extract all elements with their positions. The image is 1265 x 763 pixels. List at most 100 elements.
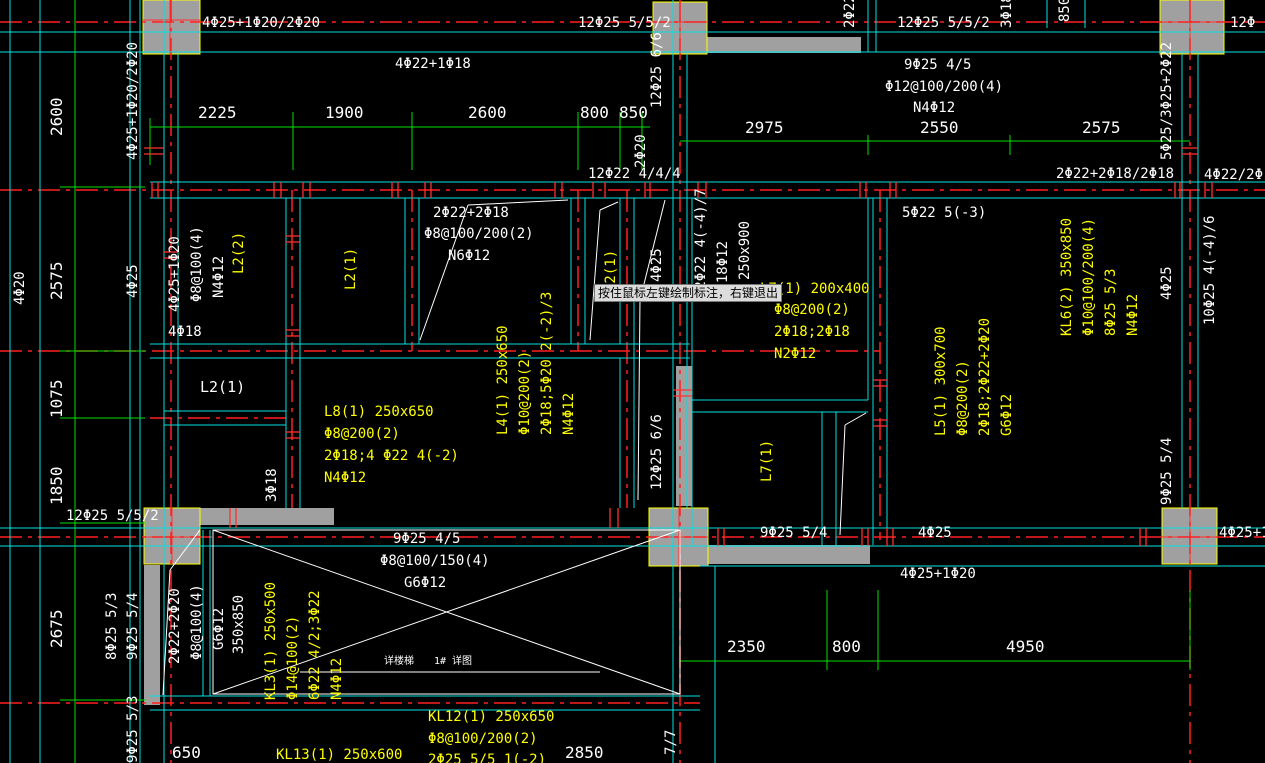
label-rebar: 9Φ25 4/5 [904,57,972,73]
label-waist-bar-v: N4Φ12 [211,255,227,298]
label-rebar-v: 12Φ25 6/6 [649,32,665,108]
dim-4950: 4950 [1006,637,1045,656]
label-rebar-v: 2Φ20 [633,134,649,168]
label-rebar-v: 4Φ25 [125,264,141,298]
label-rebar-v: 10Φ25 4(-4)/6 [1202,215,1218,325]
label-rebar-v: 9Φ25 5/4 [125,592,141,660]
label-rebar: 2Φ25 5/5 1(-2) [428,752,547,763]
label-stirrup-v: Φ8@100(4) [189,226,205,302]
label-waist-bar-v: G6Φ12 [999,393,1015,436]
label-rebar: 4Φ22+1Φ18 [395,56,471,72]
label-rebar-v: 12Φ22 4(-4)/7 [693,188,709,298]
label-waist-bar: N4Φ12 [913,100,956,116]
label-rebar-v: 7/7 [663,729,679,755]
label-beam-id-v: L7(1) [759,439,775,482]
label-rebar: 2Φ22+2Φ18 [433,205,509,221]
label-rebar: 5Φ22 5(-3) [902,205,987,221]
label-rebar-v: 8Φ25 5/3 [104,592,120,660]
label-waist-bar-v: G6Φ12 [211,607,227,650]
dim-2225: 2225 [198,103,237,122]
dim-v-1850: 1850 [47,466,66,505]
dim-1900: 1900 [325,103,364,122]
dim-v-2575: 2575 [47,261,66,300]
label-rebar-v: 2Φ18;2Φ22+2Φ20 [977,317,993,436]
label-stirrup-v: Φ10@200(2) [517,350,533,435]
label-stirrup: Φ8@100/150(4) [380,553,490,569]
label-rebar: 9Φ25 5/4 [760,525,828,541]
label-rebar-v: 8Φ25 5/3 [1103,268,1119,336]
label-waist-bar-v: N4Φ12 [329,657,345,700]
label-beam-id-v: L2(1) [343,247,359,290]
label-rebar: 12Φ25 5/5/2 [66,508,159,524]
label-dim-v: 850 [1057,0,1073,22]
label-beam-id-v: L2(2) [231,231,247,274]
label-stirrup: Φ8@100/200(2) [424,226,534,242]
label-rebar: 4Φ25 [918,525,952,541]
label-rebar: 2Φ18;4 Φ22 4(-2) [324,448,459,464]
label-stirrup: Φ12@100/200(4) [885,79,1004,95]
label-rebar-v: 6Φ22 4/2;3Φ22 [307,590,323,700]
label-beam-id: L2(1) [200,378,246,396]
label-rebar-v: 9Φ25 5/3 [125,695,141,763]
cursor-tooltip: 按住鼠标左键绘制标注，右键退出 [594,284,783,302]
label-waist-bar: N2Φ12 [774,346,817,362]
label-rebar-v: 2Φ18;5Φ20 2(-2)/3 [539,291,555,435]
dim-2850: 2850 [565,743,604,762]
dim-v-1075: 1075 [47,379,66,418]
label-rebar: 2Φ22+2Φ18/2Φ18 [1056,166,1175,182]
label-rebar: 12Φ [1230,15,1256,31]
label-stair: 详楼梯 [384,656,414,667]
dimension-lines [60,0,1191,763]
label-rebar-v: 12Φ25 6/6 [649,414,665,490]
label-waist-bar-v: N4Φ12 [561,392,577,435]
label-rebar: 12Φ25 5/5/2 [578,15,671,31]
label-rebar-v: 4Φ20 [12,271,28,305]
label-stirrup-v: Φ10@100/200(4) [1081,217,1097,336]
label-beam-size-v: 250x900 [737,220,753,280]
label-stirrup-v: Φ8@100(4) [189,584,205,660]
label-rebar-v: 4Φ25+1Φ20 [167,236,183,312]
label-rebar: 4Φ25+1Φ20 [900,566,976,582]
label-rebar-v: 2Φ22 [842,0,858,28]
label-rebar: 4Φ25+1 [1219,525,1265,541]
label-stirrup: Φ8@200(2) [324,426,400,442]
label-beam-id-v: KL3(1) 250x500 [263,581,279,700]
label-beam-id: KL13(1) 250x600 [276,747,403,763]
label-stair-detail: 1# 详图 [434,656,473,667]
label-stirrup-v: Φ8@200(2) [955,360,971,436]
tick-marks [144,147,1213,546]
label-beam-size-v: 350x850 [231,594,247,654]
label-beam-id-v: L4(1) 250x650 [495,325,511,435]
label-rebar-v: 4Φ25 [1159,266,1175,300]
dim-v-2675: 2675 [47,609,66,648]
label-rebar: 2Φ18;2Φ18 [774,324,850,340]
label-rebar: 12Φ25 5/5/2 [897,15,990,31]
dim-2975: 2975 [745,118,784,137]
label-waist-bar: G6Φ12 [404,575,447,591]
label-rebar: 9Φ25 4/5 [393,531,461,547]
dim-800: 800 [580,103,609,122]
label-beam-id-v: KL6(2) 350x850 [1059,217,1075,336]
label-beam-id: L7(1) 200x400 [760,281,870,297]
label-waist-bar: N6Φ12 [448,248,491,264]
label-rebar: 4Φ25+1Φ20/2Φ20 [202,15,321,31]
label-rebar-v: 4Φ25+1Φ20/2Φ20 [125,41,141,160]
label-rebar-v: 3Φ18 [999,0,1015,28]
label-beam-id: KL12(1) 250x650 [428,709,555,725]
dim-850: 850 [619,103,648,122]
label-rebar: 12Φ22 4/4/4 [588,166,681,182]
label-rebar-v: 2Φ22+2Φ20 [167,588,183,664]
dim-650: 650 [172,743,201,762]
dim-2600: 2600 [468,103,507,122]
label-stirrup: Φ8@100/200(2) [428,731,538,747]
label-stirrup: Φ8@200(2) [774,302,850,318]
label-rebar-v: 3Φ18 [264,468,280,502]
dim-2350: 2350 [727,637,766,656]
dim-2575: 2575 [1082,118,1121,137]
label-beam-id: L8(1) 250x650 [324,404,434,420]
label-rebar: 4Φ22/2Φ [1204,167,1264,183]
